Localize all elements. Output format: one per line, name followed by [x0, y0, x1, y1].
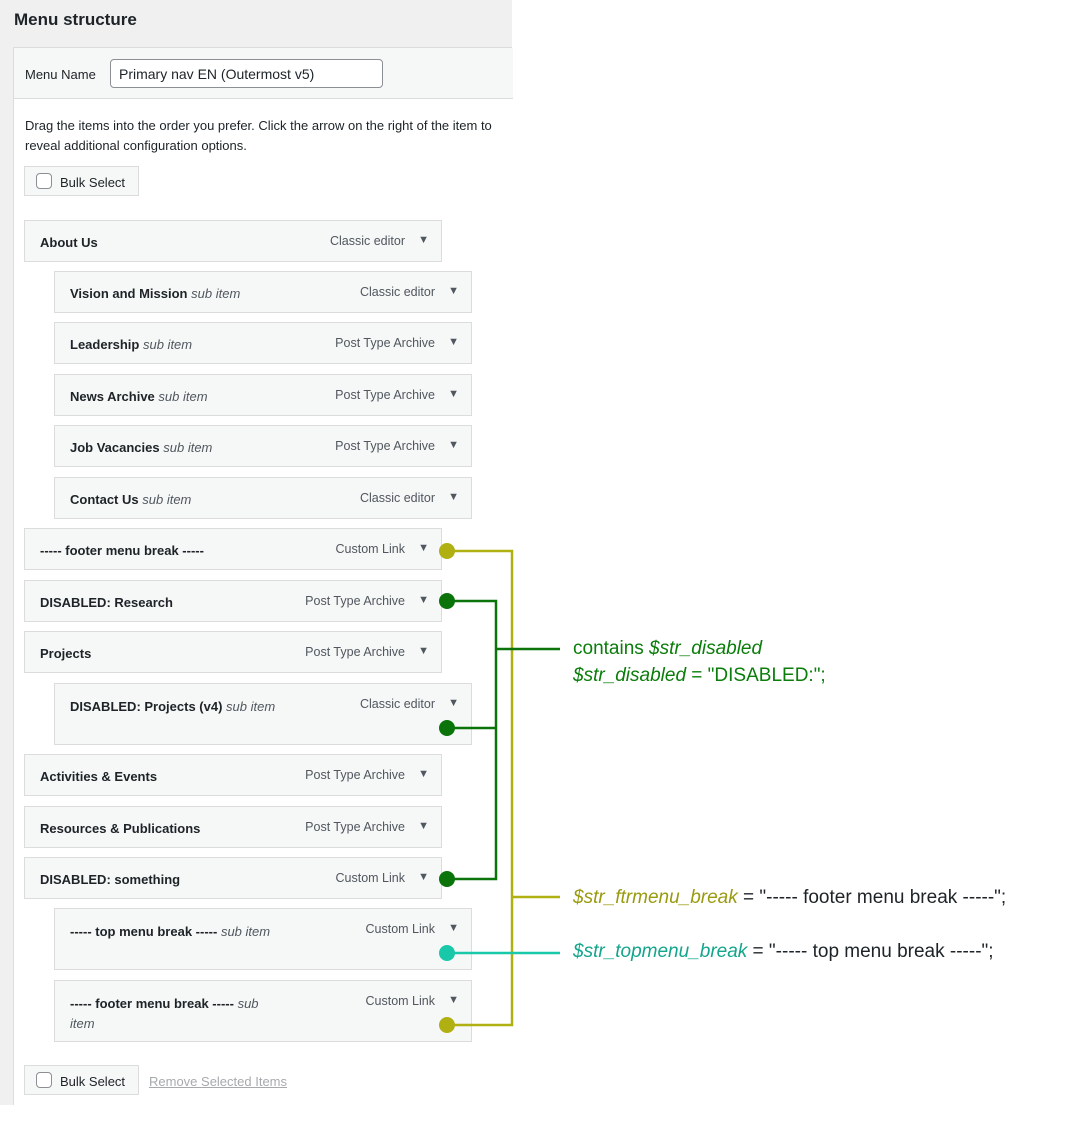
topmenu-marker-dot — [439, 945, 455, 961]
menu-item[interactable]: Resources & Publications Post Type Archi… — [24, 806, 442, 848]
menu-item-type: Post Type Archive — [305, 594, 405, 608]
expand-arrow-icon[interactable]: ▼ — [418, 542, 429, 554]
menu-item-type: Custom Link — [365, 994, 435, 1008]
menu-item-title: Leadership sub item — [70, 337, 193, 352]
menu-item-title: ----- footer menu break ----- — [40, 543, 204, 558]
ftrmenu-marker-dot — [439, 1017, 455, 1033]
menu-item[interactable]: News Archive sub item Post Type Archive … — [54, 374, 472, 416]
menu-item-type: Custom Link — [335, 871, 405, 885]
menu-item-title: DISABLED: Projects (v4) sub item — [70, 699, 276, 714]
menu-item-title: Job Vacancies sub item — [70, 440, 213, 455]
expand-arrow-icon[interactable]: ▼ — [418, 820, 429, 832]
sub-item-label: sub item — [191, 286, 241, 301]
menu-item-type: Post Type Archive — [335, 439, 435, 453]
disabled-bracket-line — [447, 599, 498, 881]
menu-item[interactable]: DISABLED: Projects (v4) sub item Classic… — [54, 683, 472, 745]
ftrmenu-marker-dot — [439, 543, 455, 559]
ftrmenu-connector — [447, 549, 560, 1027]
menu-item-type: Custom Link — [335, 542, 405, 556]
menu-item-type: Classic editor — [329, 234, 405, 248]
menu-item-title: Activities & Events — [40, 769, 158, 784]
menu-item[interactable]: About Us Classic editor ▼ — [24, 220, 442, 262]
ftrmenu-bracket-line — [447, 549, 514, 1027]
sub-item-label: sub item — [226, 699, 276, 714]
bulk-select-checkbox[interactable] — [36, 173, 52, 189]
menu-name-bar: Menu Name — [14, 48, 513, 99]
menu-item[interactable]: DISABLED: something Custom Link ▼ — [24, 857, 442, 899]
menu-item[interactable]: ----- footer menu break ----- sub item C… — [54, 980, 472, 1042]
topmenu-annotation: $str_topmenu_break = "----- top menu bre… — [573, 941, 994, 962]
expand-arrow-icon[interactable]: ▼ — [448, 922, 459, 934]
menu-item-type: Classic editor — [359, 285, 435, 299]
menu-item[interactable]: Activities & Events Post Type Archive ▼ — [24, 754, 442, 796]
bulk-select-label: Bulk Select — [60, 1074, 126, 1089]
ftrmenu-annotation: $str_ftrmenu_break = "----- footer menu … — [573, 887, 1007, 908]
menu-item-title: Vision and Mission sub item — [70, 286, 241, 301]
menu-item-title: ----- footer menu break ----- sub item — [70, 996, 259, 1031]
sub-item-label: sub item — [158, 389, 208, 404]
menu-item-title: DISABLED: something — [40, 872, 181, 887]
menu-item[interactable]: DISABLED: Research Post Type Archive ▼ — [24, 580, 442, 622]
expand-arrow-icon[interactable]: ▼ — [448, 491, 459, 503]
menu-item-type: Post Type Archive — [305, 820, 405, 834]
sub-item-label: sub item — [142, 337, 193, 352]
page-title: Menu structure — [14, 10, 137, 29]
sub-item-label: sub item — [70, 996, 259, 1031]
expand-arrow-icon[interactable]: ▼ — [448, 697, 459, 709]
bulk-select-top[interactable]: Bulk Select — [24, 166, 139, 196]
expand-arrow-icon[interactable]: ▼ — [448, 994, 459, 1006]
expand-arrow-icon[interactable]: ▼ — [448, 439, 459, 451]
sub-item-label: sub item — [142, 492, 192, 507]
disabled-marker-dot — [439, 593, 455, 609]
menu-item-title: Resources & Publications — [40, 821, 201, 836]
menu-item-type: Classic editor — [359, 697, 435, 711]
sub-item-label: sub item — [220, 924, 271, 939]
menu-item-type: Post Type Archive — [335, 388, 435, 402]
disabled-marker-dot — [439, 720, 455, 736]
expand-arrow-icon[interactable]: ▼ — [418, 594, 429, 606]
menu-item[interactable]: Vision and Mission sub item Classic edit… — [54, 271, 472, 313]
menu-item-title: Contact Us sub item — [70, 492, 192, 507]
menu-item[interactable]: Job Vacancies sub item Post Type Archive… — [54, 425, 472, 467]
sub-item-label: sub item — [163, 440, 213, 455]
menu-item-type: Custom Link — [365, 922, 435, 936]
menu-item[interactable]: Projects Post Type Archive ▼ — [24, 631, 442, 673]
expand-arrow-icon[interactable]: ▼ — [418, 768, 429, 780]
menu-instructions: Drag the items into the order you prefer… — [25, 118, 492, 153]
menu-item-type: Post Type Archive — [335, 336, 435, 350]
bulk-select-bottom[interactable]: Bulk Select — [24, 1065, 139, 1095]
menu-item-type: Classic editor — [359, 491, 435, 505]
expand-arrow-icon[interactable]: ▼ — [448, 285, 459, 297]
menu-name-label: Menu Name — [25, 67, 96, 82]
menu-item-title: ----- top menu break ----- sub item — [70, 924, 271, 939]
menu-item-title: DISABLED: Research — [40, 595, 173, 610]
expand-arrow-icon[interactable]: ▼ — [448, 388, 459, 400]
disabled-connector — [447, 599, 560, 881]
disabled-annotation: contains $str_disabled $str_disabled = "… — [573, 635, 826, 689]
bulk-select-label: Bulk Select — [60, 175, 126, 190]
menu-item[interactable]: Contact Us sub item Classic editor ▼ — [54, 477, 472, 519]
expand-arrow-icon[interactable]: ▼ — [448, 336, 459, 348]
disabled-marker-dot — [439, 871, 455, 887]
menu-item-type: Post Type Archive — [305, 768, 405, 782]
menu-item[interactable]: ----- footer menu break ----- Custom Lin… — [24, 528, 442, 570]
disabled-annotation-line1: contains $str_disabled — [573, 638, 763, 659]
menu-item[interactable]: Leadership sub item Post Type Archive ▼ — [54, 322, 472, 364]
menu-item-title: News Archive sub item — [70, 389, 208, 404]
bulk-select-checkbox[interactable] — [36, 1072, 52, 1088]
expand-arrow-icon[interactable]: ▼ — [418, 234, 429, 246]
menu-name-input[interactable] — [110, 59, 383, 88]
menu-item-title: About Us — [40, 235, 98, 250]
expand-arrow-icon[interactable]: ▼ — [418, 871, 429, 883]
menu-item-type: Post Type Archive — [305, 645, 405, 659]
disabled-annotation-line2: $str_disabled = "DISABLED:"; — [573, 665, 826, 686]
menu-item-title: Projects — [40, 646, 92, 661]
menu-item[interactable]: ----- top menu break ----- sub item Cust… — [54, 908, 472, 970]
remove-selected-link[interactable]: Remove Selected Items — [149, 1074, 288, 1089]
expand-arrow-icon[interactable]: ▼ — [418, 645, 429, 657]
